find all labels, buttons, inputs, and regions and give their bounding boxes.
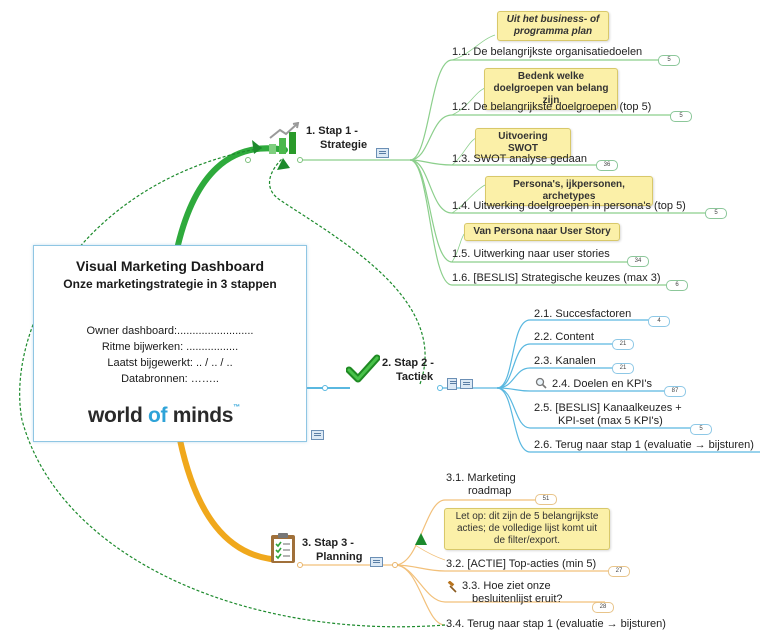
note-3-2: Let op: dit zijn de 5 belangrijkste acti… [444, 508, 610, 550]
count-badge: 21 [612, 363, 634, 374]
topic-2-6[interactable]: 2.6. Terug naar stap 1 (evaluatie → bijs… [534, 439, 754, 451]
count-badge: 5 [658, 55, 680, 66]
topic-3-1[interactable]: 3.1. Marketing roadmap [446, 472, 516, 498]
topic-1-2[interactable]: 1.2. De belangrijkste doelgroepen (top 5… [452, 101, 652, 113]
link-stap3-back [19, 147, 446, 628]
branch-stap1 [175, 145, 288, 248]
topic-3-4[interactable]: 3.4. Terug naar stap 1 (evaluatie → bijs… [446, 618, 666, 630]
databronnen-field: Databronnen: …….. [121, 373, 219, 385]
world-of-minds-logo: world of minds™ [88, 404, 240, 427]
branch-stap3 [177, 437, 288, 563]
count-badge: 5 [705, 208, 727, 219]
topic-2-5-line1: 2.5. [BESLIS] Kanaalkeuzes + [534, 402, 682, 414]
stap2-label-b: Tactiek [396, 371, 434, 383]
count-badge: 21 [612, 339, 634, 350]
stap2-label: 2. Stap 2 - [382, 357, 434, 369]
topic-2-4[interactable]: 2.4. Doelen en KPI's [552, 378, 652, 390]
count-badge: 6 [666, 280, 688, 291]
notes-icon[interactable] [460, 379, 473, 389]
count-badge: 34 [627, 256, 649, 267]
topic-3-3-line2: besluitenlijst eruit? [472, 593, 563, 605]
count-badge: 27 [608, 566, 630, 577]
clipboard-checklist-icon [270, 532, 296, 564]
note-1-4: Persona's, ijkpersonen, archetypes [485, 176, 653, 206]
topic-stap1[interactable]: 1. Stap 1 - Strategie [306, 124, 367, 152]
topic-1-6[interactable]: 1.6. [BESLIS] Strategische keuzes (max 3… [452, 272, 661, 284]
notes-icon[interactable] [370, 557, 383, 567]
note-1-5: Van Persona naar User Story [464, 223, 620, 241]
topic-stap2[interactable]: 2. Stap 2 - Tactiek [382, 356, 434, 384]
central-subtitle: Onze marketingstrategie in 3 stappen [63, 277, 277, 291]
topic-1-1[interactable]: 1.1. De belangrijkste organisatiedoelen [452, 46, 643, 58]
stap3-label: 3. Stap 3 - [302, 537, 354, 549]
stap3-label-b: Planning [316, 551, 363, 563]
notes-icon[interactable] [311, 430, 324, 440]
topic-3-1-line2: roadmap [468, 485, 512, 497]
topic-2-5[interactable]: 2.5. [BESLIS] Kanaalkeuzes + KPI-set (ma… [534, 402, 682, 428]
topic-1-3[interactable]: 1.3. SWOT analyse gedaan [452, 153, 587, 165]
document-icon[interactable] [447, 378, 457, 390]
count-badge: 36 [596, 160, 618, 171]
stap1-label: 1. Stap 1 - [306, 125, 358, 137]
topic-2-2[interactable]: 2.2. Content [534, 331, 594, 343]
count-badge: 51 [535, 494, 557, 505]
magnifier-icon [535, 376, 547, 389]
topic-3-1-line1: 3.1. Marketing [446, 472, 516, 484]
count-badge: 5 [670, 111, 692, 122]
topic-1-4[interactable]: 1.4. Uitwerking doelgroepen in persona's… [452, 200, 686, 212]
count-badge: 87 [664, 386, 686, 397]
checkmark-icon [345, 354, 381, 384]
note-1-3: Uitvoering SWOT [475, 128, 571, 158]
note-1-1: Uit het business- of programma plan [497, 11, 609, 41]
ritme-field: Ritme bijwerken: ................. [101, 341, 239, 353]
topic-3-3-line1: 3.3. Hoe ziet onze [462, 580, 551, 592]
topic-1-5[interactable]: 1.5. Uitwerking naar user stories [452, 248, 610, 260]
note-1-2: Bedenk welke doelgroepen van belang zijn [484, 68, 618, 110]
owner-dashboard-field: Owner dashboard:........................… [86, 325, 254, 337]
topic-2-3[interactable]: 2.3. Kanalen [534, 355, 596, 367]
topic-2-1[interactable]: 2.1. Succesfactoren [534, 308, 632, 320]
topic-3-2[interactable]: 3.2. [ACTIE] Top-acties (min 5) [446, 558, 597, 570]
gavel-icon [446, 580, 458, 593]
notes-icon[interactable] [376, 148, 389, 158]
stap1-label-b: Strategie [320, 139, 368, 151]
topic-stap3[interactable]: 3. Stap 3 - Planning [302, 536, 362, 564]
count-badge: 28 [592, 602, 614, 613]
laatst-bijgewerkt-field: Laatst bijgewerkt: .. / .. / .. [107, 357, 233, 369]
central-topic[interactable]: Visual Marketing Dashboard Onze marketin… [33, 245, 307, 442]
topic-2-5-line2: KPI-set (max 5 KPI's) [558, 415, 663, 427]
central-title: Visual Marketing Dashboard [75, 258, 264, 274]
count-badge: 5 [690, 424, 712, 435]
topic-3-3[interactable]: 3.3. Hoe ziet onze besluitenlijst eruit? [462, 580, 563, 606]
chart-bars-icon [267, 121, 303, 156]
link-stap2-back [269, 157, 426, 385]
count-badge: 4 [648, 316, 670, 327]
